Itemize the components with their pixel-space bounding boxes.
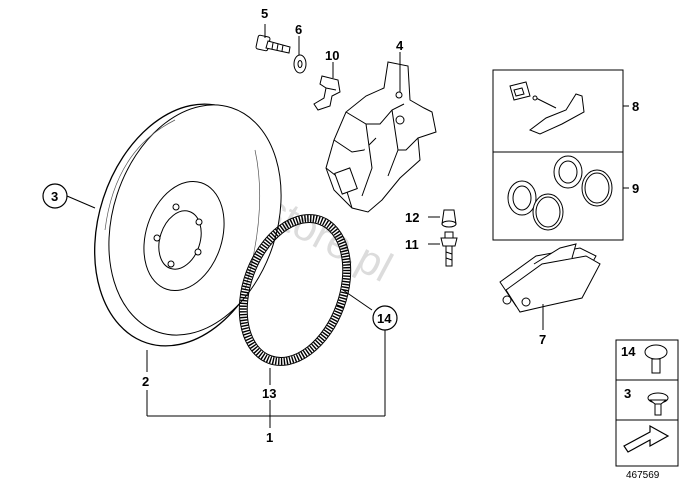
bleeder-cap[interactable] (441, 209, 457, 228)
diagram-number: 467569 (626, 470, 660, 481)
part-label-2: 2 (142, 374, 149, 389)
part-label-6: 6 (295, 22, 302, 37)
part-label-12: 12 (405, 210, 419, 225)
legend-screw-icon (644, 344, 668, 374)
part-label-10: 10 (325, 48, 339, 63)
part-label-1: 1 (266, 430, 273, 445)
bleeder-screw[interactable] (440, 231, 458, 267)
bolt[interactable] (255, 34, 291, 54)
part-label-5: 5 (261, 6, 268, 21)
arrow-icon (623, 424, 670, 453)
legend-label-14: 14 (621, 344, 636, 359)
part-label-9: 9 (632, 181, 639, 196)
callout-circle-14 (372, 305, 398, 331)
leader-lines (66, 24, 629, 428)
part-label-4: 4 (396, 38, 404, 53)
brake-caliper-carrier[interactable] (325, 61, 437, 213)
part-label-14: 14 (377, 311, 392, 326)
legend-countersunk-screw-icon (647, 392, 669, 416)
washer[interactable] (293, 54, 307, 74)
brake-disc[interactable] (65, 80, 310, 369)
callout-circle-3 (42, 183, 68, 209)
part-label-13: 13 (262, 386, 276, 401)
part-label-8: 8 (632, 99, 639, 114)
kit-box-seals[interactable] (492, 151, 624, 241)
kit-box-pin-clip[interactable] (492, 69, 624, 153)
part-label-3: 3 (51, 189, 58, 204)
clip[interactable] (313, 75, 341, 111)
legend-panel: 14 3 (615, 339, 679, 467)
part-label-7: 7 (539, 332, 546, 347)
sensor-ring[interactable] (219, 199, 370, 381)
part-label-11: 11 (405, 237, 419, 252)
brake-pads[interactable] (499, 243, 601, 313)
legend-label-3: 3 (624, 386, 631, 401)
